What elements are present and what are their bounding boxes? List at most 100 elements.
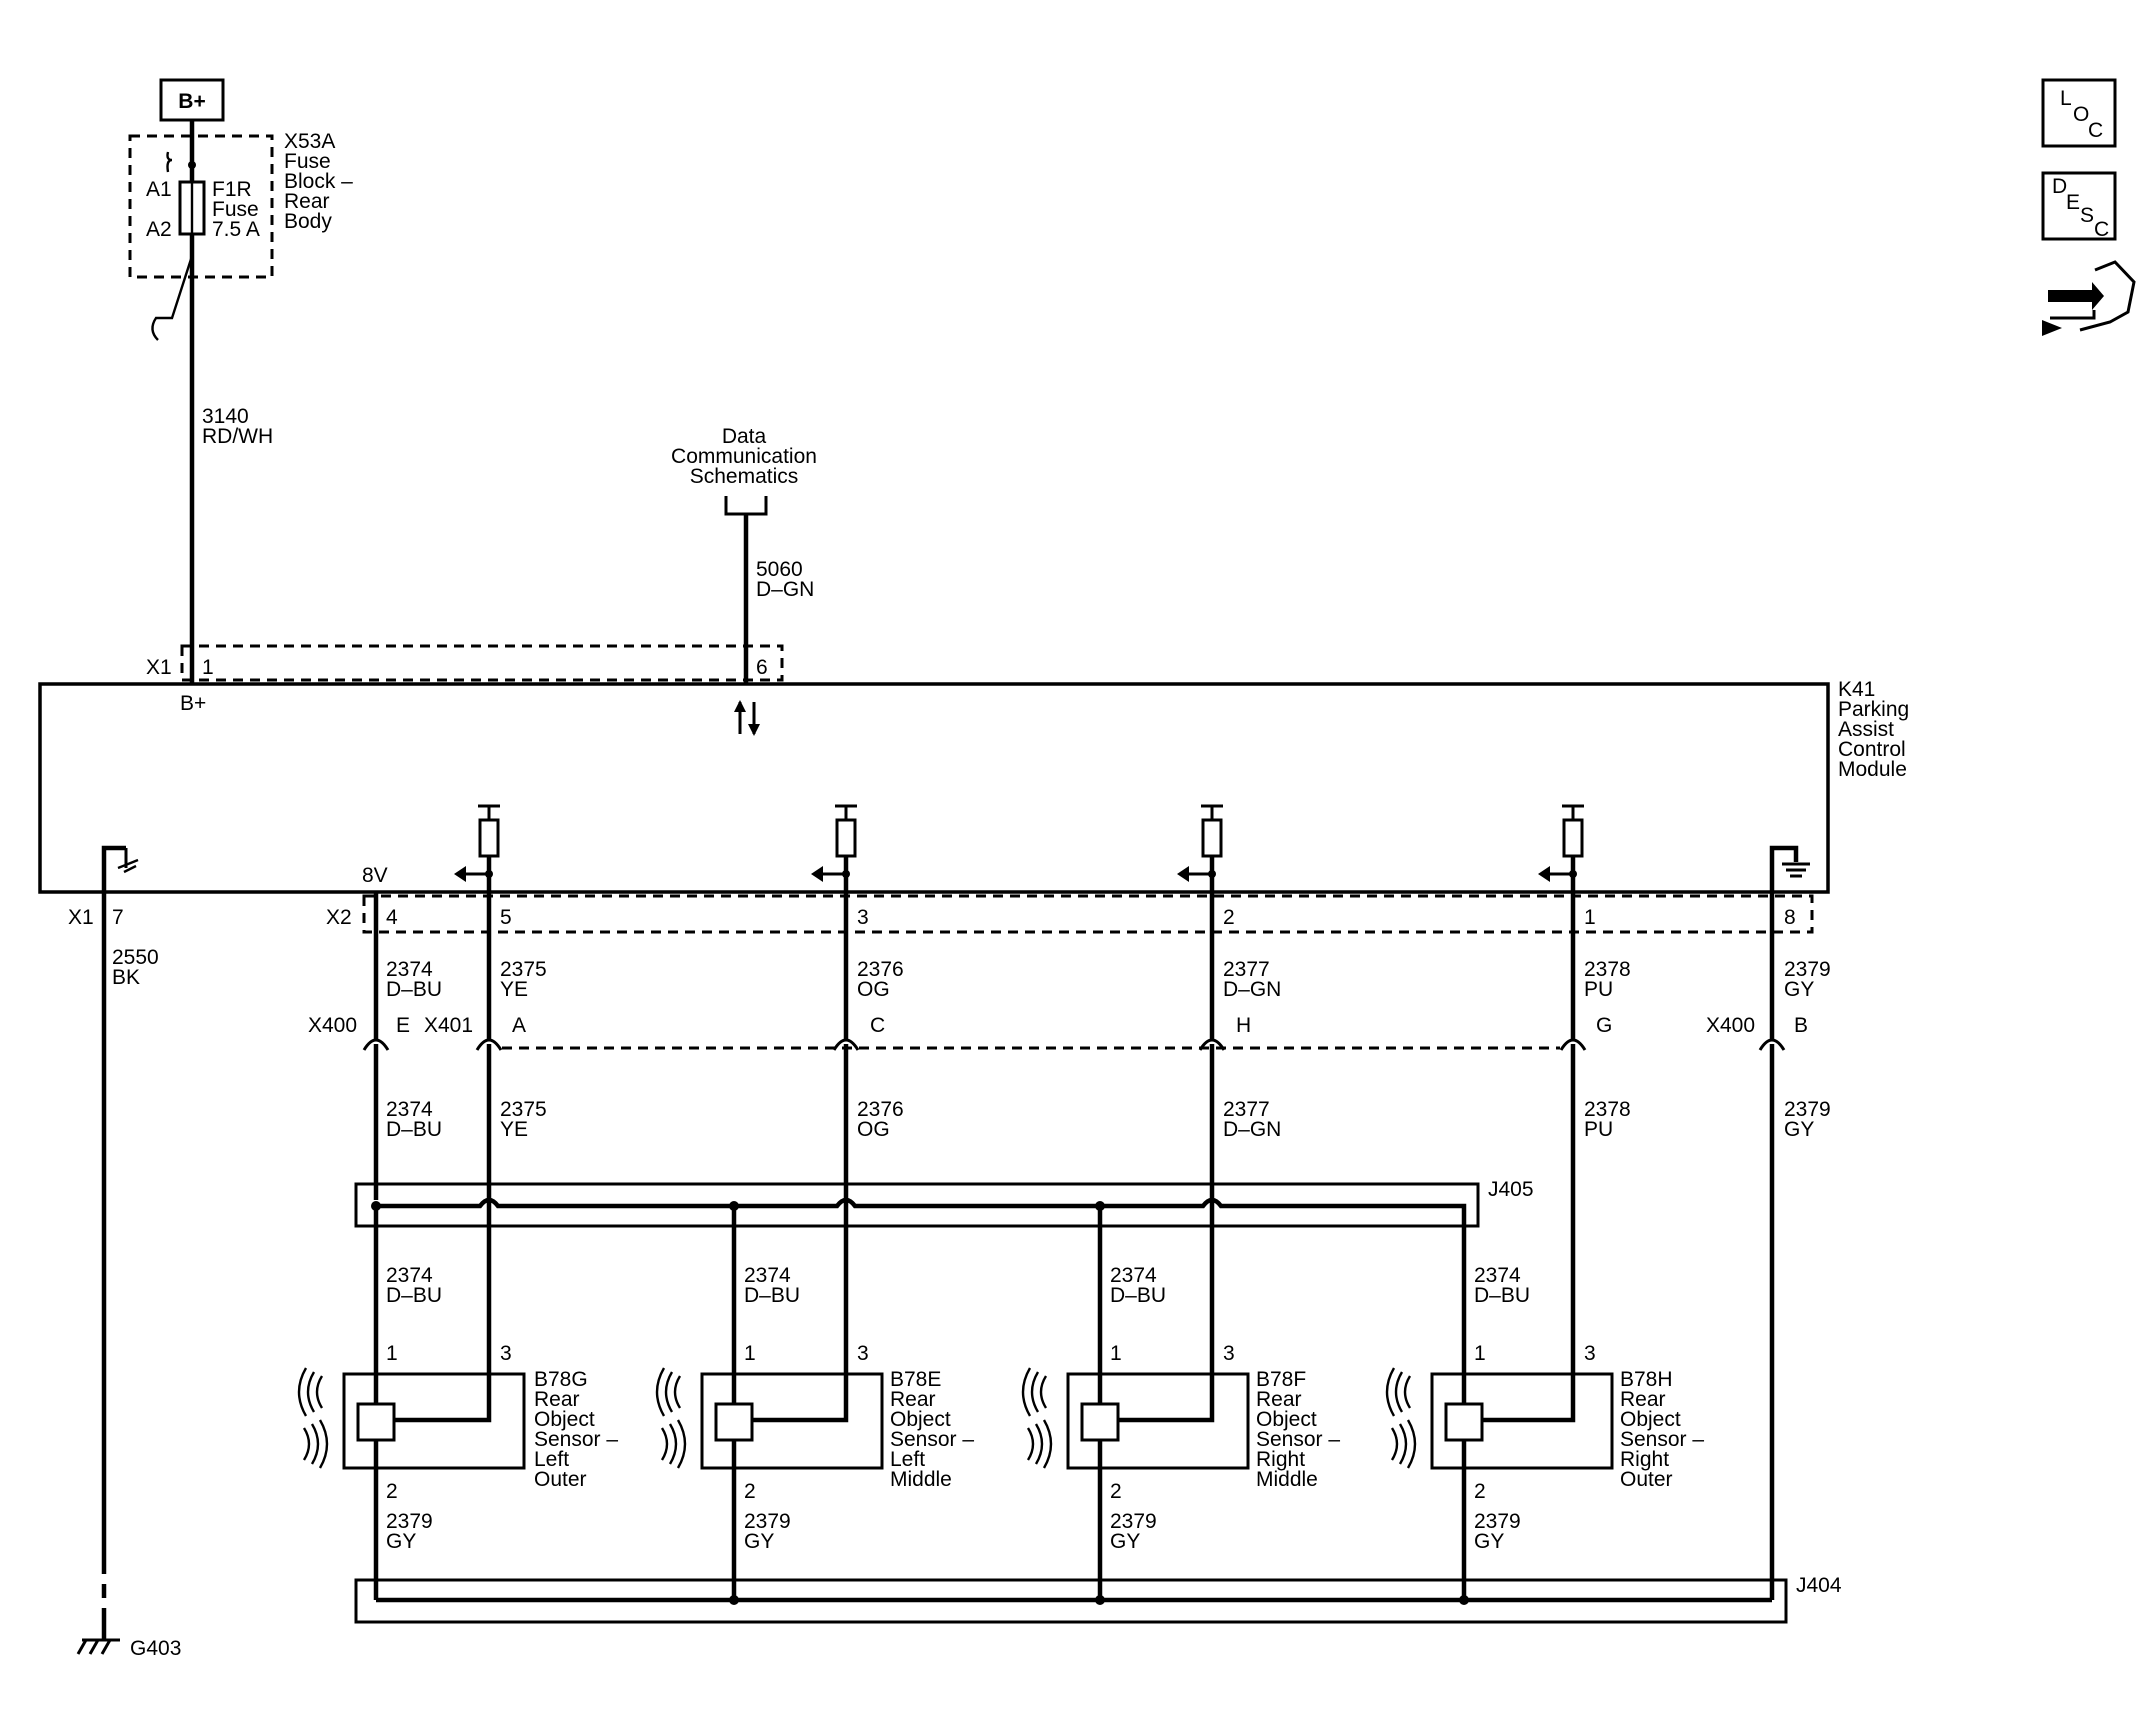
x2-connector-label: X2	[326, 906, 352, 929]
svg-text:2376: 2376	[857, 958, 904, 981]
input-circuit-3	[1177, 804, 1223, 892]
service-procedure-icon[interactable]	[2042, 260, 2136, 336]
svg-text:1: 1	[1474, 1342, 1486, 1365]
svg-text:2: 2	[744, 1480, 756, 1503]
pin-x2-8: 8	[1784, 906, 1796, 929]
svg-text:Object: Object	[890, 1408, 951, 1431]
x1-connector-outline	[180, 644, 784, 682]
x1-ground-connector-label: X1	[68, 906, 94, 929]
svg-text:Outer: Outer	[1620, 1468, 1673, 1491]
svg-text:E: E	[2066, 191, 2080, 214]
svg-text:Assist: Assist	[1838, 718, 1894, 741]
svg-text:C: C	[2094, 218, 2109, 241]
svg-text:GY: GY	[1110, 1530, 1140, 1553]
svg-text:Right: Right	[1256, 1448, 1305, 1471]
svg-text:D–BU: D–BU	[744, 1284, 800, 1307]
svg-text:GY: GY	[1474, 1530, 1504, 1553]
svg-text:Sensor –: Sensor –	[1620, 1428, 1704, 1451]
inline-terminal-a	[475, 1038, 503, 1066]
input-circuit-4	[1538, 804, 1584, 892]
svg-text:Sensor –: Sensor –	[534, 1428, 618, 1451]
pin-x1-1: 1	[202, 656, 214, 679]
svg-text:2374: 2374	[386, 1098, 433, 1121]
splice-j405-bus	[371, 1197, 1467, 1364]
ground-g403-symbol	[76, 1622, 120, 1655]
svg-text:2: 2	[1474, 1480, 1486, 1503]
bplus-input-label: B+	[180, 692, 206, 715]
x401-label: X401	[424, 1014, 473, 1037]
svg-text:B+: B+	[178, 90, 205, 113]
svg-text:PU: PU	[1584, 978, 1613, 1001]
x401-pin-a: A	[512, 1014, 526, 1037]
battery-positive-terminal: B+	[159, 78, 225, 122]
svg-text:2378: 2378	[1584, 958, 1631, 981]
fuse-block-outline	[128, 134, 274, 279]
pin-x2-1: 1	[1584, 906, 1596, 929]
fuse-pin-a2: A2	[146, 218, 172, 241]
sensor-b78e-wave-icon	[655, 1367, 687, 1469]
pin-x2-3: 3	[857, 906, 869, 929]
svg-text:Fuse: Fuse	[284, 150, 331, 173]
input-circuit-1	[454, 804, 500, 892]
sensor-b78h: 1 3 2	[1385, 1342, 1614, 1503]
svg-text:Body: Body	[284, 210, 332, 233]
svg-text:OG: OG	[857, 1118, 890, 1141]
splice-j405-outline	[354, 1182, 1480, 1228]
input-circuit-2	[811, 804, 857, 892]
svg-text:2376: 2376	[857, 1098, 904, 1121]
wire-5060-label: 5060 D–GN	[756, 558, 814, 601]
svg-text:Middle: Middle	[1256, 1468, 1318, 1491]
svg-text:2374: 2374	[1474, 1264, 1521, 1287]
svg-text:D–BU: D–BU	[1110, 1284, 1166, 1307]
k41-module-outline	[38, 682, 1830, 894]
svg-text:Object: Object	[1256, 1408, 1317, 1431]
svg-text:2: 2	[386, 1480, 398, 1503]
svg-text:2377: 2377	[1223, 958, 1270, 981]
svg-text:D–BU: D–BU	[1474, 1284, 1530, 1307]
inline-terminal-c	[832, 1038, 860, 1066]
k41-module-label: K41 Parking Assist Control Module	[1838, 678, 1909, 781]
data-comm-reference-label: Data Communication Schematics	[671, 425, 817, 488]
location-icon[interactable]: L O C	[2041, 78, 2117, 148]
svg-text:2379: 2379	[1784, 1098, 1831, 1121]
svg-text:OG: OG	[857, 978, 890, 1001]
x401-pin-h: H	[1236, 1014, 1251, 1037]
sensor-b78g-label: B78G Rear Object Sensor – Left Outer	[534, 1368, 618, 1491]
sensor-b78f: 1 3 2	[1021, 1342, 1250, 1503]
pin-x2-5: 5	[500, 906, 512, 929]
svg-text:B78H: B78H	[1620, 1368, 1673, 1391]
sensor-b78h-wave-icon	[1385, 1367, 1417, 1469]
svg-text:Fuse: Fuse	[212, 198, 259, 221]
x400-left-pin-e: E	[396, 1014, 410, 1037]
svg-text:Rear: Rear	[1620, 1388, 1666, 1411]
svg-text:D–GN: D–GN	[1223, 1118, 1281, 1141]
svg-text:S: S	[2080, 204, 2094, 227]
svg-text:Schematics: Schematics	[690, 465, 799, 488]
svg-text:C: C	[2088, 119, 2103, 142]
splice-j404-label: J404	[1796, 1574, 1842, 1597]
svg-text:YE: YE	[500, 1118, 528, 1141]
svg-text:Sensor –: Sensor –	[890, 1428, 974, 1451]
svg-text:B78G: B78G	[534, 1368, 588, 1391]
pin-x1-7: 7	[112, 906, 124, 929]
svg-text:O: O	[2073, 103, 2089, 126]
sensor-b78e-label: B78E Rear Object Sensor – Left Middle	[890, 1368, 974, 1491]
svg-text:Rear: Rear	[1256, 1388, 1302, 1411]
description-icon[interactable]: D E S C	[2041, 171, 2117, 241]
svg-text:YE: YE	[500, 978, 528, 1001]
svg-text:2379: 2379	[1474, 1510, 1521, 1533]
svg-text:K41: K41	[1838, 678, 1875, 701]
x1-connector-label: X1	[146, 656, 172, 679]
svg-text:GY: GY	[1784, 1118, 1814, 1141]
